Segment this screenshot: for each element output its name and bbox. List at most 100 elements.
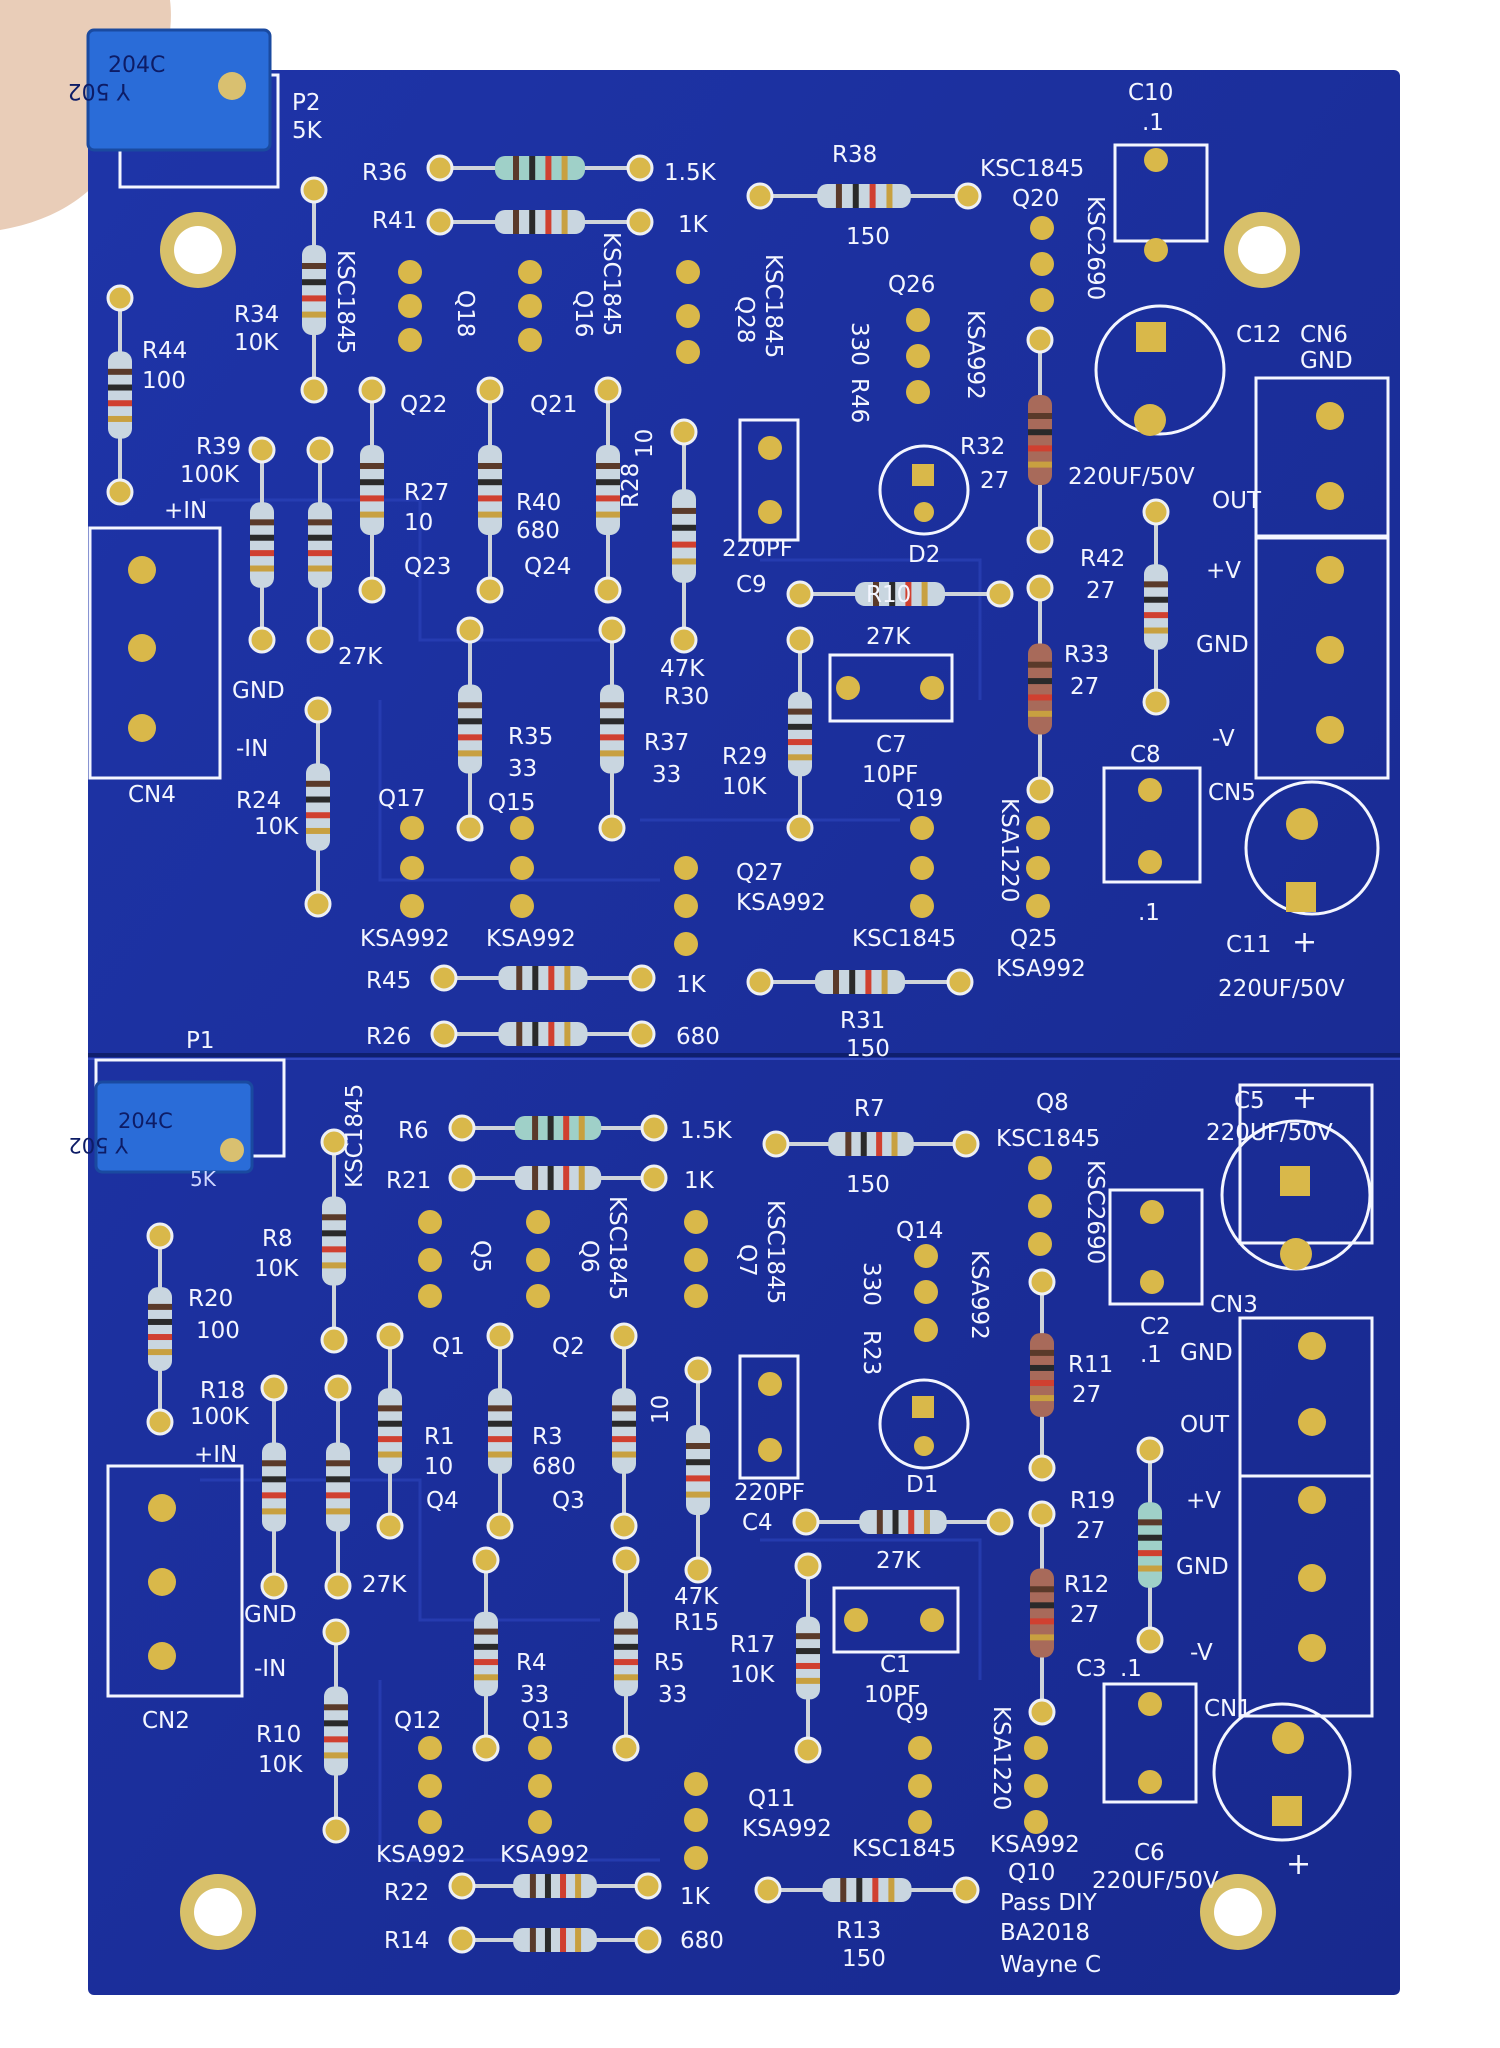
r32-label: R32	[960, 434, 1005, 460]
ksa992-q12: KSA992	[376, 1842, 466, 1868]
c10-value: .1	[1142, 110, 1164, 136]
r31-value: 150	[846, 1036, 890, 1062]
r15-label: R15	[674, 1610, 719, 1636]
r34-value: 10K	[234, 330, 279, 356]
trimmer-top-code: 204C	[108, 53, 165, 78]
resistors	[106, 154, 1170, 1954]
ksc2690-q8: KSC2690	[1082, 1160, 1108, 1264]
gnd-left: GND	[232, 678, 285, 704]
r6-value: 1.5K	[680, 1118, 733, 1144]
ksa992-q10: KSA992	[990, 1832, 1080, 1858]
q14-label: Q14	[896, 1218, 943, 1244]
r13-label: R13	[836, 1918, 881, 1944]
r42-value: 27	[1086, 578, 1115, 604]
c5-value: 220UF/50V	[1206, 1120, 1333, 1146]
r29-label: R29	[722, 744, 767, 770]
minus-v: -V	[1212, 726, 1235, 752]
c9-label: C9	[736, 572, 767, 598]
r19-label: R19	[1070, 1488, 1115, 1514]
47k-label: 47K	[660, 656, 705, 682]
r8-value: 10K	[254, 1256, 299, 1282]
plus-v: +V	[1206, 558, 1241, 584]
r44-value: 100	[142, 368, 186, 394]
q19-label: Q19	[896, 786, 943, 812]
c11-plus: +	[1292, 925, 1317, 960]
r45-label: R45	[366, 968, 411, 994]
ksc1845-q20: KSC1845	[980, 156, 1084, 182]
q18-label: Q18	[452, 290, 478, 337]
r27-label: R27	[404, 480, 449, 506]
top-module-silk: 204C Y 502 P2 5K R36 1.5K R41 1K R38 150…	[68, 53, 1353, 1062]
minus-in-bottom: -IN	[254, 1656, 286, 1682]
cn4-label: CN4	[128, 782, 176, 808]
c12-label: C12	[1236, 322, 1281, 348]
out-label: OUT	[1212, 488, 1262, 514]
q21-label: Q21	[530, 392, 577, 418]
q27-label: Q27	[736, 860, 783, 886]
ksa992-q17: KSA992	[360, 926, 450, 952]
q15-label: Q15	[488, 790, 535, 816]
r27-value: 10	[404, 510, 433, 536]
r18-value: 100K	[190, 1404, 250, 1430]
27k-left: 27K	[338, 644, 383, 670]
gnd-right: GND	[1196, 632, 1249, 658]
out-label-bottom: OUT	[1180, 1412, 1230, 1438]
minus-v-bottom: -V	[1190, 1640, 1213, 1666]
cn2-label: CN2	[142, 1708, 190, 1734]
q23-label: Q23	[404, 554, 451, 580]
plus-v-bottom: +V	[1186, 1488, 1221, 1514]
trimmer-p1	[94, 1080, 254, 1174]
ksa992-q13: KSA992	[500, 1842, 590, 1868]
r44-label: R44	[142, 338, 187, 364]
c4-label: C4	[742, 1510, 773, 1536]
q9-label: Q9	[896, 1700, 929, 1726]
q10-label: Q10	[1008, 1860, 1055, 1886]
r1-label: R1	[424, 1424, 455, 1450]
r32-value: 27	[980, 468, 1009, 494]
bottom-module-silk: P1 204C Y 502 5K R6 1.5K R21 1K R7 150 Q…	[68, 1028, 1333, 1978]
c1-value: 10PF	[864, 1682, 920, 1708]
c1-label: C1	[880, 1652, 911, 1678]
ksc1845-q7: KSC1845	[762, 1200, 788, 1304]
q26-label: Q26	[888, 272, 935, 298]
r4-value: 33	[520, 1682, 549, 1708]
connector-pads	[128, 148, 1344, 1794]
c2-label: C2	[1140, 1314, 1171, 1340]
r14-label: R14	[384, 1928, 429, 1954]
p1-trimmer-top: 204C	[118, 1109, 173, 1133]
q28-label: Q28	[732, 296, 758, 343]
47k-bottom: 47K	[674, 1584, 719, 1610]
plus-in-bottom: +IN	[194, 1442, 237, 1468]
ksa1220-label: KSA1220	[996, 798, 1022, 902]
p1-trimmer-bottom: Y 502	[68, 1133, 129, 1157]
gnd-left-bottom: GND	[244, 1602, 297, 1628]
r30-label: R30	[664, 684, 709, 710]
ksc2690-q20: KSC2690	[1082, 196, 1108, 300]
r39-value: 100K	[180, 462, 240, 488]
r39-label: R39	[196, 434, 241, 460]
credit-line-3: Wayne C	[1000, 1952, 1101, 1978]
r46-label: R46	[846, 378, 872, 423]
ksa992-q25: KSA992	[996, 956, 1086, 982]
c5-label: C5	[1234, 1088, 1265, 1114]
r26-value: 680	[676, 1024, 720, 1050]
r12-value: 27	[1070, 1602, 1099, 1628]
q6-label: Q6	[576, 1240, 602, 1273]
r45-value: 1K	[676, 972, 707, 998]
r36-label: R36	[362, 160, 407, 186]
r40-label: R40	[516, 490, 561, 516]
r3-value: 680	[532, 1454, 576, 1480]
q7-label: Q7	[734, 1244, 760, 1277]
c12-value: 220UF/50V	[1068, 464, 1195, 490]
credit-line-1: Pass DIY	[1000, 1890, 1098, 1916]
27k-mid: 27K	[876, 1548, 921, 1574]
r3-label: R3	[532, 1424, 563, 1450]
ksa1220-bottom: KSA1220	[988, 1706, 1014, 1810]
ksa992-q15: KSA992	[486, 926, 576, 952]
d1-label: D1	[906, 1472, 938, 1498]
ksa992-q26: KSA992	[962, 310, 988, 400]
cn6-label: CN6	[1300, 322, 1348, 348]
c9-value: 220PF	[722, 536, 793, 562]
q13-label: Q13	[522, 1708, 569, 1734]
gnd-cn6: GND	[1300, 348, 1353, 374]
